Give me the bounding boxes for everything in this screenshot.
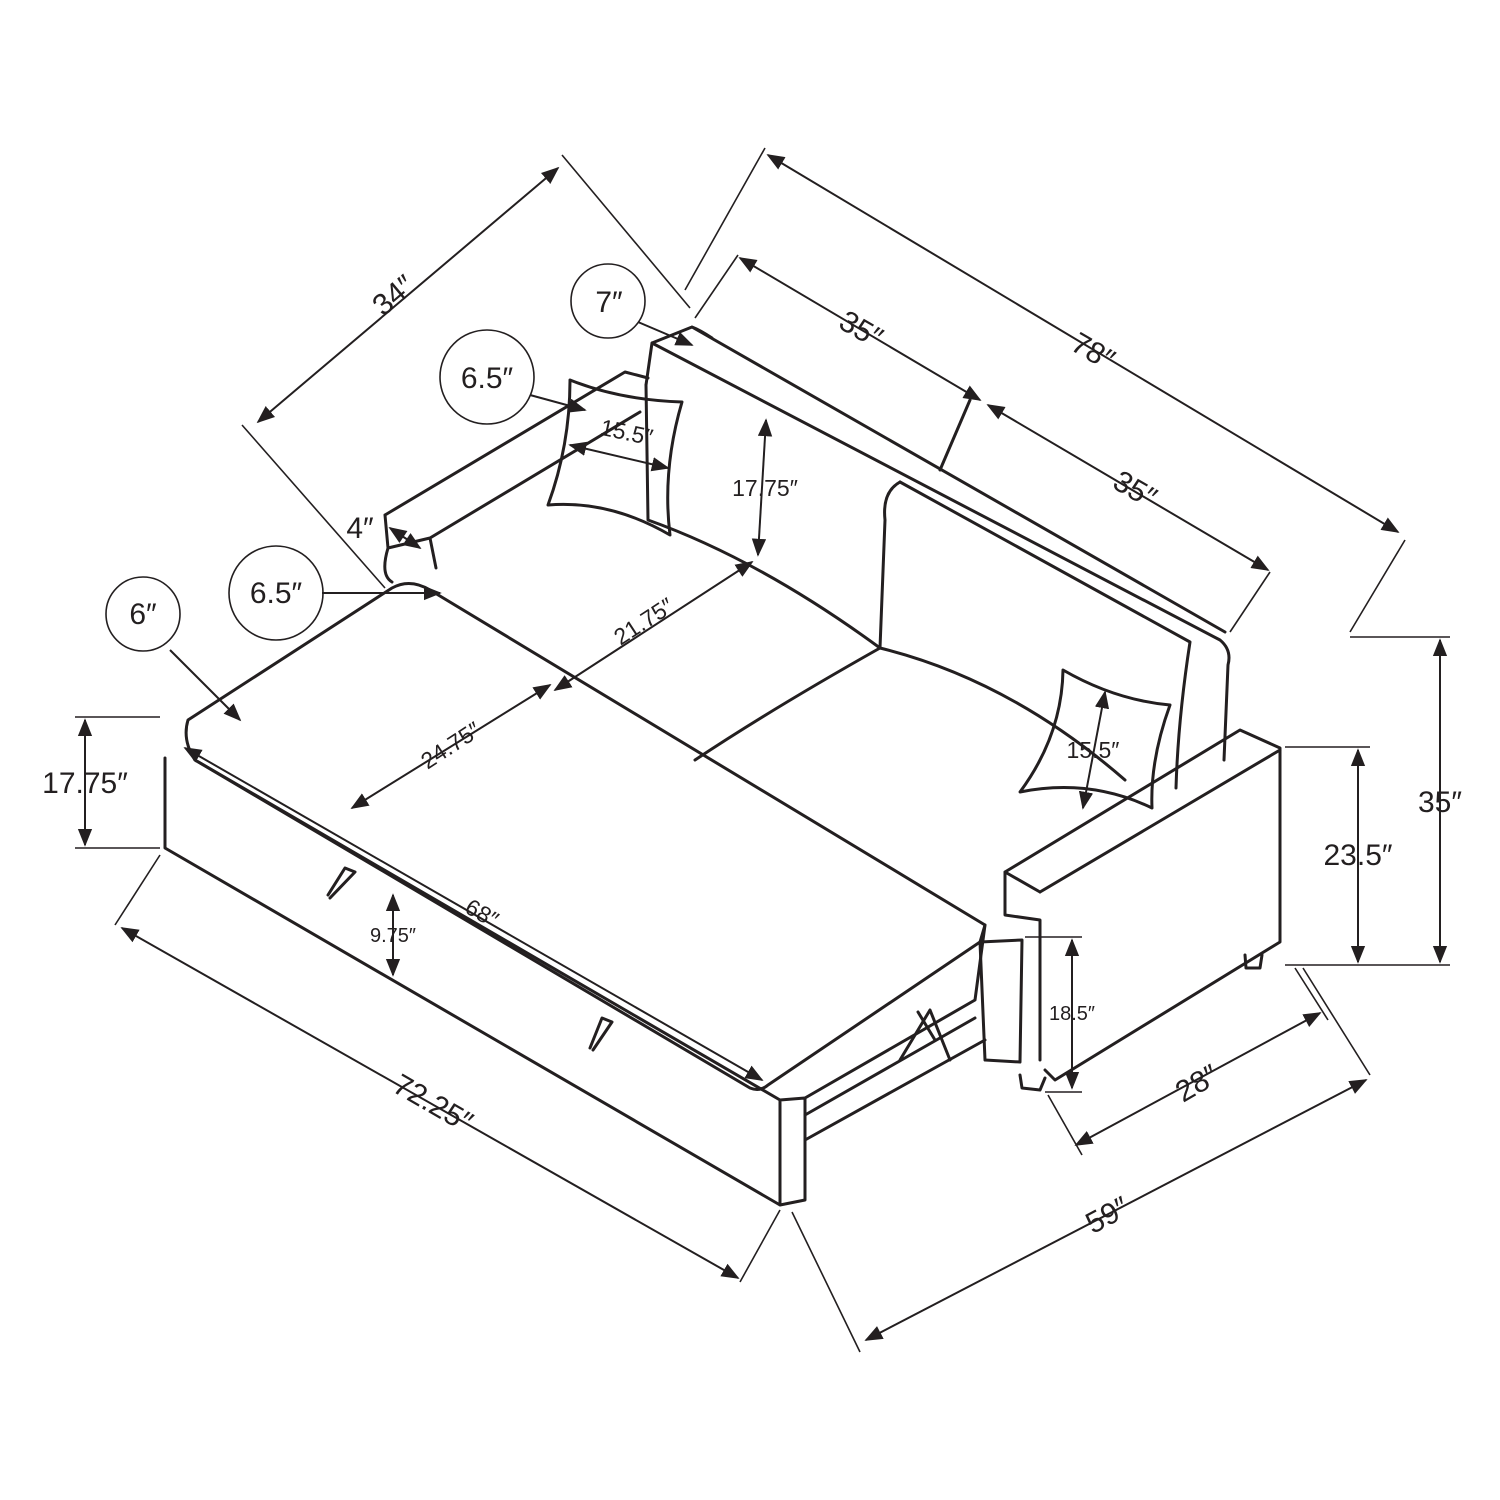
back-cushion-right [878, 480, 1192, 790]
label-arm-height: 23.5″ [1323, 839, 1392, 872]
pillow-right [1018, 668, 1172, 810]
label-seat-depth-total: 28″ [1170, 1058, 1225, 1109]
foot-front [1018, 1073, 1047, 1092]
callout-circle-7 [570, 263, 646, 339]
label-arm-gap: 6.5″ [250, 577, 303, 610]
label-bed-depth: 24.75″ [416, 716, 485, 774]
label-open-depth: 59″ [1080, 1191, 1135, 1241]
pillow-left [546, 378, 684, 537]
mattress-top [184, 582, 987, 1091]
callout-circle-6-5-arm [228, 545, 324, 641]
right-arm [1003, 728, 1282, 1082]
label-pillow-small-thickness: 7″ [595, 286, 623, 319]
dimension-labels: 34″ 7″ 35″ 78″ 35″ 6.5″ 15.5″ 17.75″ 4″ … [42, 269, 1462, 1241]
dimension-lines [75, 147, 1450, 1353]
label-seat-height: 18.5″ [1049, 1003, 1095, 1025]
back-cushion-divider [938, 398, 972, 472]
handle-left [326, 866, 357, 900]
handle-right [588, 1016, 614, 1052]
label-drawer-height: 9.75″ [370, 925, 416, 947]
label-seat-depth: 21.75″ [609, 592, 678, 650]
callout-circle-6-5-pillow [439, 329, 535, 425]
label-bed-width: 72.25″ [387, 1068, 478, 1140]
left-arm [383, 370, 650, 584]
callout-circles [105, 263, 646, 652]
bed-leg-mechanism [898, 1008, 952, 1062]
label-overall-width: 78″ [1065, 326, 1120, 377]
label-back-height: 17.75″ [732, 475, 798, 501]
right-arm-front [978, 938, 1024, 1064]
label-back-cushion-width: 35″ [833, 304, 888, 355]
label-arm-width: 4″ [346, 512, 374, 545]
label-pillow-width-right: 15.5″ [1067, 737, 1120, 763]
label-overall-height: 35″ [1418, 786, 1462, 819]
foot-back [1243, 953, 1264, 970]
label-bed-height: 17.75″ [42, 767, 128, 800]
callout-circle-6 [105, 576, 181, 652]
label-back-cushion-width-right: 35″ [1107, 464, 1162, 515]
sofa-back-panel [644, 325, 1231, 762]
sofa-drawing [163, 325, 1282, 1207]
label-mattress-thickness: 6″ [129, 598, 157, 631]
seat-cushion-seam [693, 646, 882, 762]
label-pillow-thickness-left: 6.5″ [461, 362, 514, 395]
bed-frame [163, 756, 807, 1207]
label-back-depth: 34″ [366, 269, 421, 323]
